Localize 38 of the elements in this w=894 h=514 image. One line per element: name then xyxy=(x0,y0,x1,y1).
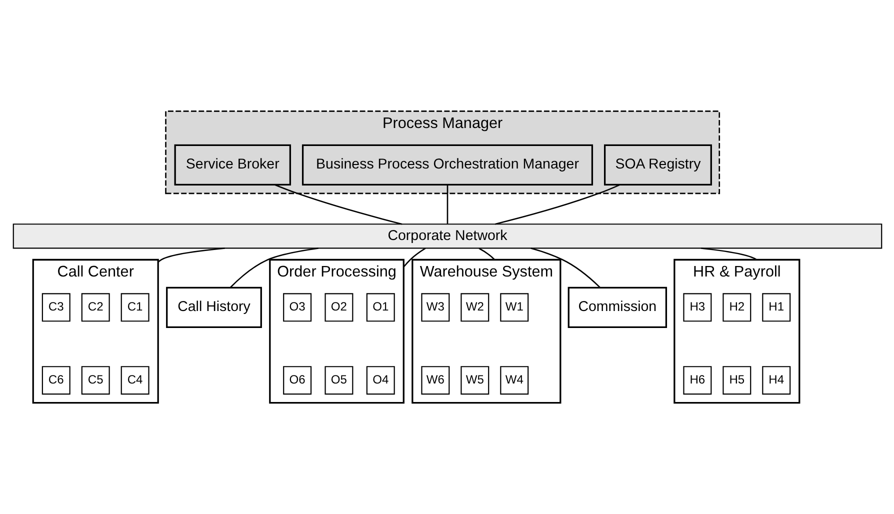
node-box: H6 xyxy=(682,366,712,395)
node-box: C2 xyxy=(80,293,110,322)
node-box: H2 xyxy=(722,293,751,322)
node-box: W4 xyxy=(500,366,528,395)
node-box: O3 xyxy=(282,293,312,322)
node-box: O6 xyxy=(282,366,312,395)
node-box: O1 xyxy=(366,293,394,322)
node-box: C4 xyxy=(120,366,149,395)
node-box: Commission xyxy=(567,286,667,328)
node-box: C1 xyxy=(120,293,149,322)
node-box: W5 xyxy=(460,366,489,395)
node-box: C5 xyxy=(80,366,110,395)
node-box: C3 xyxy=(41,293,70,322)
node-box: Call History xyxy=(166,286,262,328)
node-box: O5 xyxy=(324,366,353,395)
connector xyxy=(494,184,620,225)
node-box: H1 xyxy=(762,293,790,322)
connector xyxy=(700,248,756,260)
connector xyxy=(478,248,495,260)
node-box: W2 xyxy=(460,293,489,322)
node-box: Corporate Network xyxy=(12,224,882,249)
node-box: W3 xyxy=(420,293,450,322)
node-box: H5 xyxy=(722,366,751,395)
node-box: C6 xyxy=(41,366,70,395)
node-box: O2 xyxy=(324,293,353,322)
connector xyxy=(530,248,600,288)
node-box: H3 xyxy=(682,293,712,322)
node-box: O4 xyxy=(366,366,394,395)
node-box: W6 xyxy=(420,366,450,395)
node-box: SOA Registry xyxy=(603,144,712,186)
connector xyxy=(274,184,402,225)
connector xyxy=(446,184,448,224)
node-box: Service Broker xyxy=(174,144,291,186)
connector xyxy=(402,248,426,268)
connector xyxy=(157,248,224,263)
node-box: W1 xyxy=(500,293,528,322)
node-box: Business Process Orchestration Manager xyxy=(301,144,593,186)
node-box: H4 xyxy=(762,366,790,395)
